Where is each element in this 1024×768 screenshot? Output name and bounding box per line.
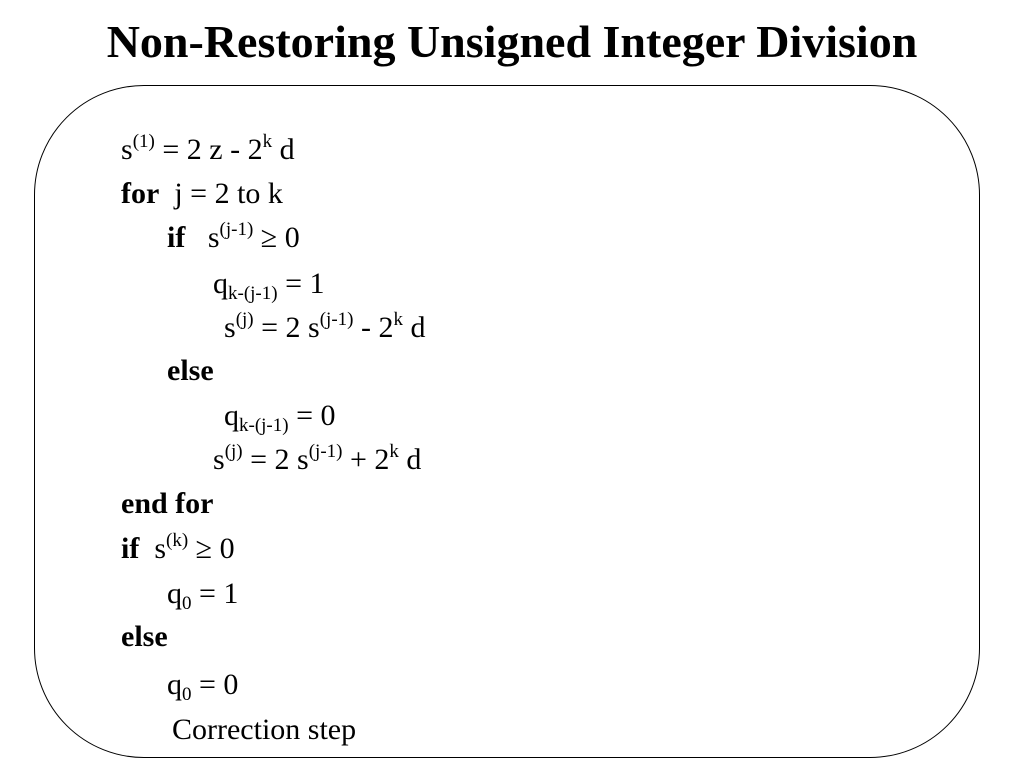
line-else: else [167, 354, 214, 387]
line-correction-step: Correction step [172, 713, 357, 746]
line-q0-equals-0: q0 = 0 [167, 668, 239, 705]
line-end-for: end for [121, 487, 214, 520]
line-if-final: if s(k) ≥ 0 [121, 530, 235, 565]
line-if-condition: if s(j-1) ≥ 0 [167, 219, 300, 254]
slide-title: Non-Restoring Unsigned Integer Division [106, 16, 918, 67]
line-s-subtract: s(j) = 2 s(j-1) - 2k d [224, 309, 426, 344]
algorithm-box [34, 85, 980, 758]
line-q-equals-1: qk-(j-1) = 1 [213, 267, 325, 304]
line-q0-equals-1: q0 = 1 [167, 577, 239, 614]
line-s1-init: s(1) = 2 z - 2k d [121, 131, 295, 166]
line-q-equals-0: qk-(j-1) = 0 [224, 399, 336, 436]
line-else-final: else [121, 620, 168, 653]
line-for: for j = 2 to k [121, 177, 283, 210]
line-s-add: s(j) = 2 s(j-1) + 2k d [213, 441, 422, 476]
